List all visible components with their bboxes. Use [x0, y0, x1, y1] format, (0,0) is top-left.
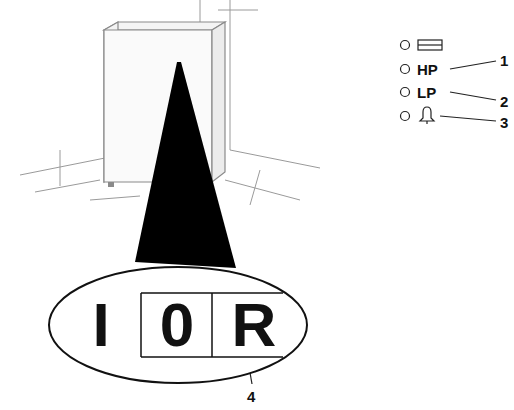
- selector-switch: I0R: [47, 265, 309, 385]
- switch-position: 0: [160, 294, 194, 356]
- callout-number: 1: [500, 53, 508, 68]
- indicator-label: HP: [417, 62, 438, 77]
- callout-number: 3: [500, 115, 508, 130]
- callout-number: 4: [247, 389, 255, 404]
- switch-position: R: [232, 294, 277, 356]
- indicator-label: LP: [417, 85, 436, 100]
- switch-position: I: [92, 294, 109, 356]
- callout-number: 2: [500, 94, 508, 109]
